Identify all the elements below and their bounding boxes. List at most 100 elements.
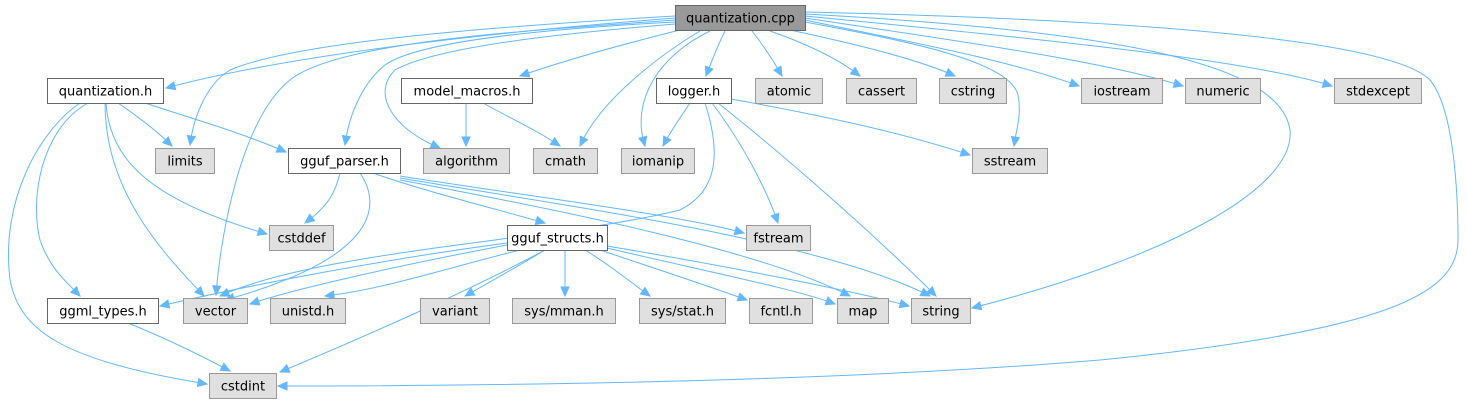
arrowhead bbox=[639, 286, 652, 297]
node-label: string bbox=[922, 305, 959, 320]
node-label: sys/stat.h bbox=[651, 305, 714, 320]
node-box bbox=[675, 5, 806, 31]
node-box bbox=[656, 78, 732, 104]
edge-quantization-cpp-to-string bbox=[804, 13, 1291, 311]
arrowhead bbox=[518, 68, 531, 78]
arrowhead bbox=[463, 287, 476, 297]
node-box bbox=[420, 298, 490, 324]
edge-quantization-cpp-to-cmath bbox=[579, 30, 701, 148]
arrowhead bbox=[341, 134, 352, 147]
node-cstring: cstring bbox=[939, 78, 1007, 104]
arrowhead bbox=[186, 134, 197, 147]
node-box bbox=[1185, 78, 1261, 104]
arrowhead bbox=[770, 212, 780, 225]
node-gguf-structs-h[interactable]: gguf_structs.h bbox=[507, 225, 608, 251]
arrowhead bbox=[970, 301, 983, 311]
node-box bbox=[846, 78, 917, 104]
node-box bbox=[270, 298, 346, 324]
arrowhead bbox=[704, 65, 714, 78]
node-box bbox=[183, 298, 248, 324]
edge-model-macros-h-to-algorithm bbox=[461, 103, 471, 148]
edge-model-macros-h-to-cmath bbox=[482, 102, 562, 147]
edge-gguf-parser-h-to-map bbox=[399, 179, 852, 297]
edge-gguf-structs-h-to-variant bbox=[463, 249, 546, 297]
arrowhead bbox=[534, 215, 547, 225]
edge-logger-h-to-iomanip bbox=[662, 102, 691, 148]
node-gguf-parser-h[interactable]: gguf_parser.h bbox=[288, 148, 401, 174]
edge-gguf-parser-h-to-gguf-structs-h bbox=[372, 172, 547, 225]
node-box bbox=[746, 225, 811, 251]
edge-quantization-cpp-to-iostream bbox=[804, 19, 1081, 88]
node-box bbox=[423, 148, 510, 174]
node-box bbox=[837, 298, 889, 324]
node-box bbox=[209, 373, 277, 399]
node-box bbox=[507, 225, 608, 251]
arrowhead bbox=[158, 299, 171, 309]
node-label: variant bbox=[432, 305, 478, 320]
node-label: iomanip bbox=[632, 155, 684, 170]
arrowhead bbox=[304, 213, 316, 224]
node-box bbox=[155, 148, 215, 174]
node-sys-mman-h: sys/mman.h bbox=[512, 298, 616, 324]
arrowhead bbox=[959, 147, 972, 157]
node-cmath: cmath bbox=[533, 148, 598, 174]
node-label: sstream bbox=[984, 155, 1036, 170]
edge-logger-h-to-sstream bbox=[730, 98, 972, 157]
arrowhead bbox=[1172, 78, 1185, 88]
arrowhead bbox=[925, 285, 937, 297]
edge-quantization-h-to-gguf-parser-h bbox=[144, 102, 288, 153]
node-box bbox=[47, 78, 164, 104]
arrowhead bbox=[219, 362, 232, 372]
node-logger-h[interactable]: logger.h bbox=[656, 78, 732, 104]
node-label: gguf_parser.h bbox=[300, 155, 389, 170]
node-label: unistd.h bbox=[282, 305, 335, 320]
node-label: algorithm bbox=[435, 155, 498, 170]
node-quantization-cpp[interactable]: quantization.cpp bbox=[675, 5, 806, 31]
edge-gguf-structs-h-to-ggml-types-h bbox=[158, 242, 508, 309]
node-box bbox=[401, 78, 533, 104]
edge-gguf-structs-h-to-fcntl-h bbox=[599, 249, 749, 302]
node-numeric: numeric bbox=[1185, 78, 1261, 104]
arrowhead bbox=[429, 139, 442, 149]
arrowhead bbox=[560, 286, 570, 298]
edge-quantization-cpp-to-vector bbox=[212, 19, 676, 297]
edge-quantization-cpp-to-cstdint bbox=[276, 11, 1459, 391]
arrowhead bbox=[736, 292, 749, 302]
edge-quantization-h-to-ggml-types-h bbox=[35, 102, 89, 297]
edge-logger-h-to-vector bbox=[218, 102, 715, 297]
node-box bbox=[972, 148, 1048, 174]
arrowhead bbox=[549, 136, 562, 147]
edge-gguf-structs-h-to-map bbox=[606, 247, 837, 306]
edge-quantization-h-to-limits bbox=[117, 102, 173, 147]
node-label: stdexcept bbox=[1346, 85, 1410, 100]
edge-gguf-structs-h-to-sys-mman-h bbox=[560, 250, 570, 298]
node-fstream: fstream bbox=[746, 225, 811, 251]
node-cstdint: cstdint bbox=[209, 373, 277, 399]
node-label: ggml_types.h bbox=[59, 305, 146, 320]
node-box bbox=[47, 298, 159, 324]
edge-quantization-cpp-to-atomic bbox=[751, 30, 783, 78]
edge-ggml-types-h-to-cstdint bbox=[127, 322, 232, 372]
arrowhead bbox=[579, 135, 589, 148]
arrowhead bbox=[193, 285, 205, 297]
node-quantization-h[interactable]: quantization.h bbox=[47, 78, 164, 104]
edges-layer bbox=[8, 11, 1459, 391]
arrowhead bbox=[1068, 78, 1081, 88]
node-ggml-types-h[interactable]: ggml_types.h bbox=[47, 298, 159, 324]
node-box bbox=[939, 78, 1007, 104]
node-cassert: cassert bbox=[846, 78, 917, 104]
arrowhead bbox=[1321, 78, 1334, 88]
node-label: cstdint bbox=[221, 380, 265, 395]
node-model-macros-h[interactable]: model_macros.h bbox=[401, 78, 533, 104]
arrowhead bbox=[196, 377, 209, 388]
arrowhead bbox=[824, 296, 837, 306]
nodes-layer: quantization.cpp quantization.h model_macr… bbox=[47, 5, 1422, 399]
node-label: model_macros.h bbox=[414, 85, 521, 100]
edge-logger-h-to-fstream bbox=[711, 102, 780, 225]
node-box bbox=[749, 298, 813, 324]
edge-logger-h-to-string bbox=[717, 102, 937, 297]
node-iomanip: iomanip bbox=[621, 148, 695, 174]
node-box bbox=[1334, 78, 1422, 104]
edge-quantization-cpp-to-sstream bbox=[804, 21, 1021, 148]
arrowhead bbox=[276, 381, 288, 391]
